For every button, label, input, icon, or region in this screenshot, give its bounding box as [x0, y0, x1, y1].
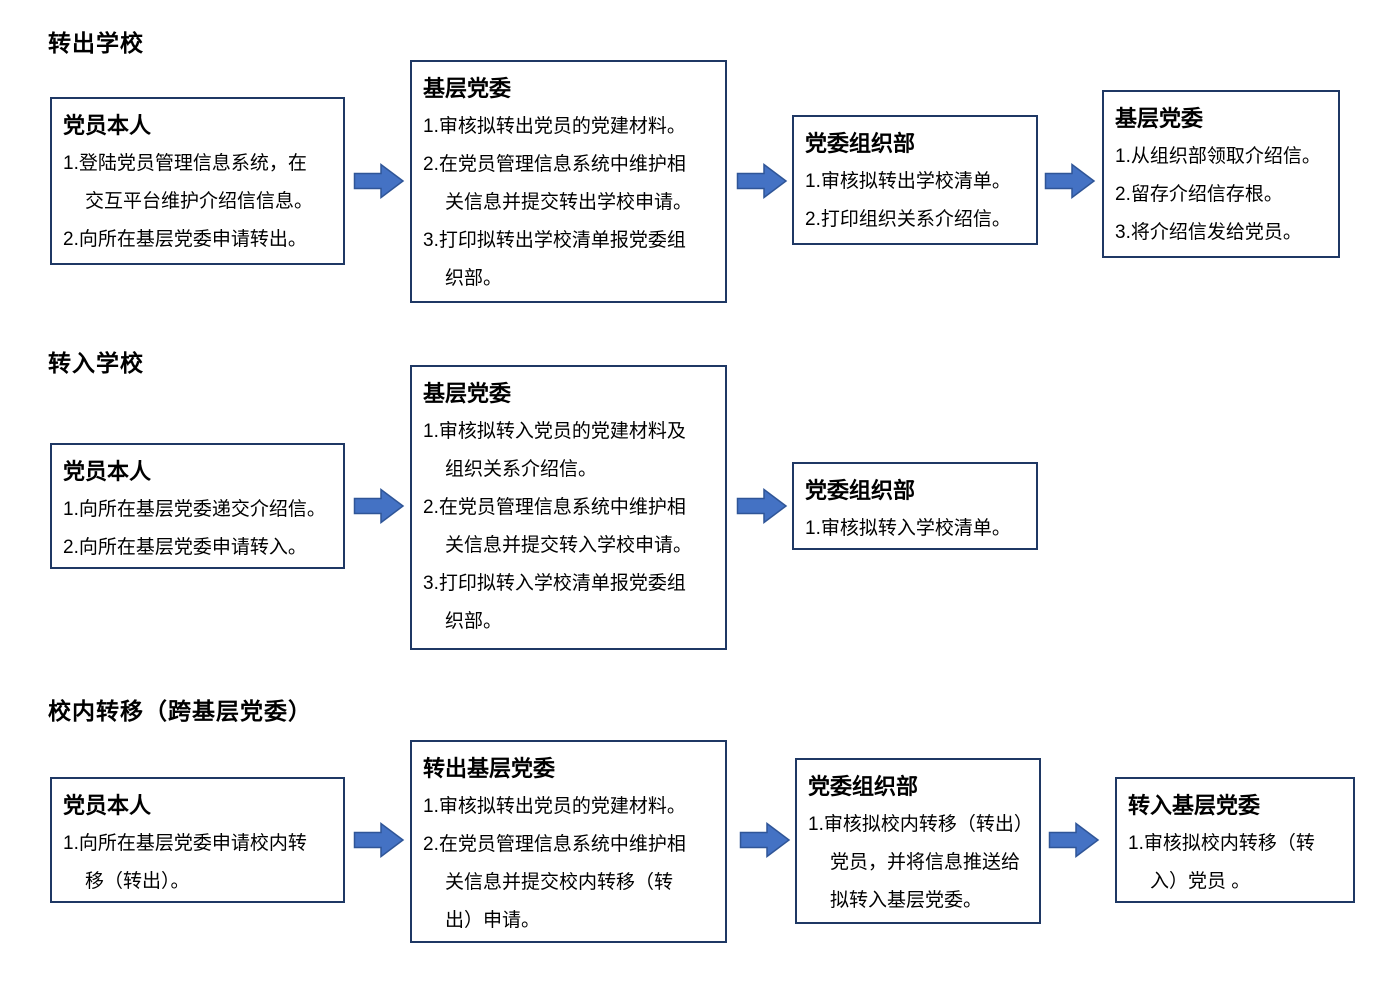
right-arrow-icon: [736, 162, 788, 200]
box-item: 1.审核拟转出学校清单。: [805, 171, 1011, 192]
box-heading: 党委组织部: [805, 131, 916, 156]
right-arrow-icon: [736, 487, 788, 525]
box-item: 3.打印拟转入学校清单报党委组 织部。: [423, 573, 686, 632]
flow-box: 党委组织部 1.审核拟转入学校清单。: [792, 462, 1038, 550]
right-arrow-icon: [1048, 821, 1100, 859]
box-item: 2.留存介绍信存根。: [1115, 184, 1283, 205]
right-arrow-icon: [353, 162, 405, 200]
right-arrow-icon: [739, 821, 791, 859]
box-heading: 转入基层党委: [1128, 793, 1261, 818]
flow-box: 党员本人 1.登陆党员管理信息系统，在 交互平台维护介绍信信息。 2.向所在基层…: [50, 97, 345, 265]
box-item: 1.审核拟校内转移（转 入）党员 。: [1128, 833, 1315, 892]
right-arrow-icon: [353, 821, 405, 859]
flow-box: 党员本人 1.向所在基层党委申请校内转 移（转出）。: [50, 777, 345, 903]
box-item: 1.向所在基层党委申请校内转 移（转出）。: [63, 833, 307, 892]
box-heading: 党员本人: [63, 459, 152, 484]
flow-box: 基层党委 1.审核拟转出党员的党建材料。 2.在党员管理信息系统中维护相 关信息…: [410, 60, 727, 303]
right-arrow-icon: [1044, 162, 1096, 200]
flow-box: 基层党委 1.审核拟转入党员的党建材料及 组织关系介绍信。 2.在党员管理信息系…: [410, 365, 727, 650]
box-heading: 党委组织部: [805, 478, 916, 503]
box-item: 1.向所在基层党委递交介绍信。: [63, 499, 326, 520]
box-item: 1.从组织部领取介绍信。: [1115, 146, 1321, 167]
box-heading: 基层党委: [423, 381, 512, 406]
box-heading: 党员本人: [63, 113, 152, 138]
flow-box: 党委组织部 1.审核拟转出学校清单。 2.打印组织关系介绍信。: [792, 115, 1038, 245]
flow-box: 党员本人 1.向所在基层党委递交介绍信。 2.向所在基层党委申请转入。: [50, 443, 345, 569]
right-arrow-icon: [353, 487, 405, 525]
box-item: 1.审核拟转出党员的党建材料。: [423, 796, 686, 817]
flow-box: 党委组织部 1.审核拟校内转移（转出） 党员，并将信息推送给 拟转入基层党委。: [795, 758, 1041, 924]
box-item: 1.审核拟转入学校清单。: [805, 518, 1011, 539]
section-title-transfer-in: 转入学校: [48, 350, 144, 376]
box-item: 2.打印组织关系介绍信。: [805, 209, 1011, 230]
box-item: 2.在党员管理信息系统中维护相 关信息并提交转出学校申请。: [423, 154, 693, 213]
box-item: 3.打印拟转出学校清单报党委组 织部。: [423, 230, 686, 289]
box-item: 2.向所在基层党委申请转入。: [63, 537, 307, 558]
flow-box: 基层党委 1.从组织部领取介绍信。 2.留存介绍信存根。 3.将介绍信发给党员。: [1102, 90, 1340, 258]
box-item: 2.在党员管理信息系统中维护相 关信息并提交转入学校申请。: [423, 497, 693, 556]
box-item: 2.在党员管理信息系统中维护相 关信息并提交校内转移（转 出）申请。: [423, 834, 686, 931]
box-heading: 党委组织部: [808, 774, 919, 799]
box-item: 1.审核拟校内转移（转出） 党员，并将信息推送给 拟转入基层党委。: [808, 814, 1033, 911]
section-title-intra-school-transfer: 校内转移（跨基层党委）: [48, 698, 312, 724]
box-heading: 基层党委: [423, 76, 512, 101]
box-item: 1.登陆党员管理信息系统，在 交互平台维护介绍信信息。: [63, 153, 314, 212]
box-item: 3.将介绍信发给党员。: [1115, 222, 1302, 243]
box-item: 1.审核拟转入党员的党建材料及 组织关系介绍信。: [423, 421, 686, 480]
box-item: 1.审核拟转出党员的党建材料。: [423, 116, 686, 137]
section-title-transfer-out: 转出学校: [48, 30, 144, 56]
box-item: 2.向所在基层党委申请转出。: [63, 229, 307, 250]
box-heading: 基层党委: [1115, 106, 1204, 131]
flow-box: 转出基层党委 1.审核拟转出党员的党建材料。 2.在党员管理信息系统中维护相 关…: [410, 740, 727, 943]
box-heading: 党员本人: [63, 793, 152, 818]
flow-box: 转入基层党委 1.审核拟校内转移（转 入）党员 。: [1115, 777, 1355, 903]
box-heading: 转出基层党委: [423, 756, 556, 781]
